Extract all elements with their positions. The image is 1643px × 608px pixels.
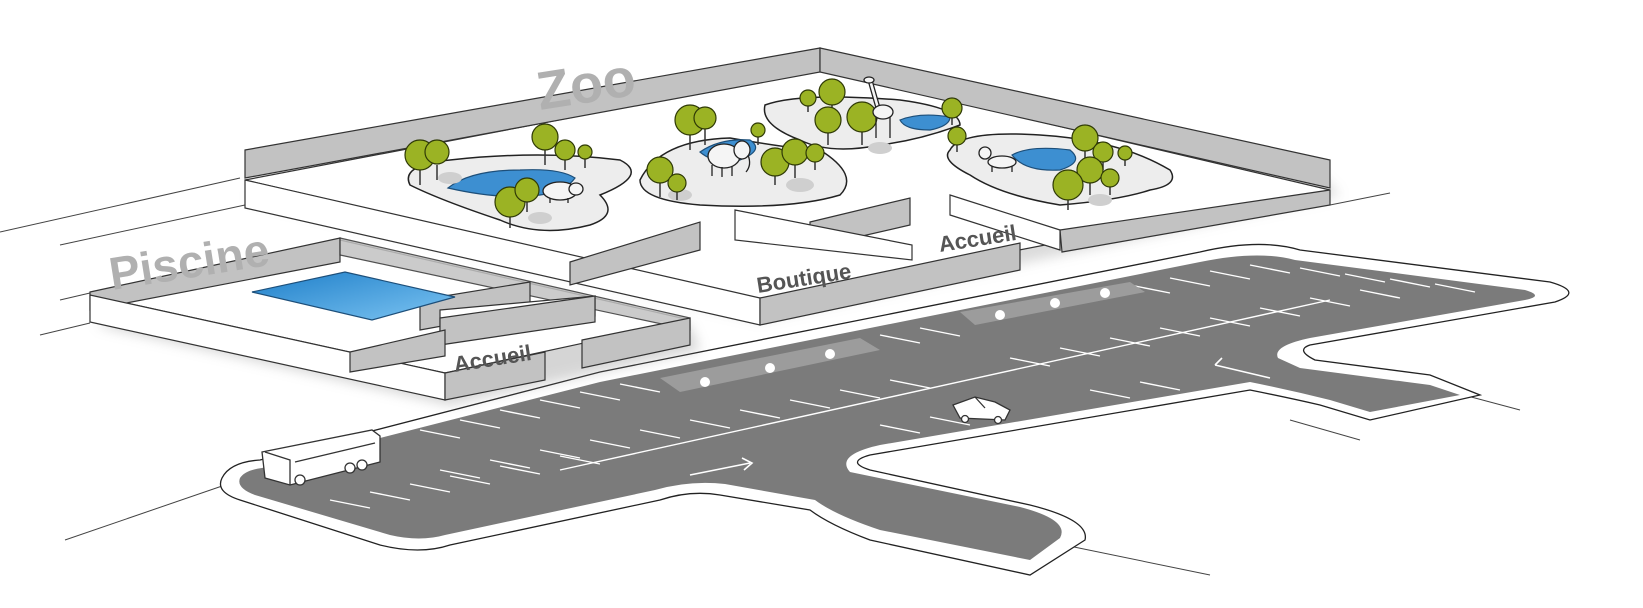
car-icon bbox=[952, 396, 1011, 425]
arrow-icon bbox=[1214, 357, 1271, 379]
lion-icon bbox=[978, 146, 1017, 172]
tree-icon bbox=[646, 156, 674, 197]
hippo-icon bbox=[542, 181, 584, 203]
pond-icon bbox=[899, 114, 951, 131]
tree-icon bbox=[750, 122, 766, 145]
tree-icon bbox=[814, 106, 842, 145]
tree-icon bbox=[1071, 124, 1099, 165]
tree-icon bbox=[1076, 156, 1104, 195]
tree-icon bbox=[514, 177, 540, 212]
accessible-parking-icon bbox=[700, 288, 1110, 387]
tree-icon bbox=[667, 173, 687, 200]
tree-icon bbox=[577, 144, 593, 168]
tree-icon bbox=[941, 97, 963, 125]
tree-icon bbox=[693, 106, 717, 145]
bus-icon bbox=[261, 429, 381, 486]
parking-stripes bbox=[329, 264, 1476, 509]
piscine-building: Piscine Accueil bbox=[89, 223, 700, 405]
elephant-icon bbox=[707, 140, 751, 177]
arrow-icon bbox=[689, 457, 754, 476]
pool-icon bbox=[251, 271, 456, 321]
trees bbox=[404, 78, 1133, 228]
giraffe-icon bbox=[863, 76, 894, 138]
tree-icon bbox=[799, 89, 817, 112]
tree-icon bbox=[424, 139, 450, 180]
accessible-spots bbox=[660, 282, 1145, 392]
tree-icon bbox=[1117, 145, 1133, 166]
tree-icon bbox=[805, 143, 825, 170]
zoo-enclosure: Zoo Boutique Accueil bbox=[244, 47, 1340, 326]
parking-lot bbox=[219, 243, 1570, 576]
tree-icon bbox=[846, 101, 878, 145]
tree-icon bbox=[554, 139, 576, 170]
tree-icon bbox=[947, 126, 967, 152]
tree-icon bbox=[1052, 169, 1084, 210]
tree-icon bbox=[531, 123, 559, 165]
pond-icon bbox=[1011, 147, 1077, 171]
tree-icon bbox=[1100, 168, 1120, 195]
